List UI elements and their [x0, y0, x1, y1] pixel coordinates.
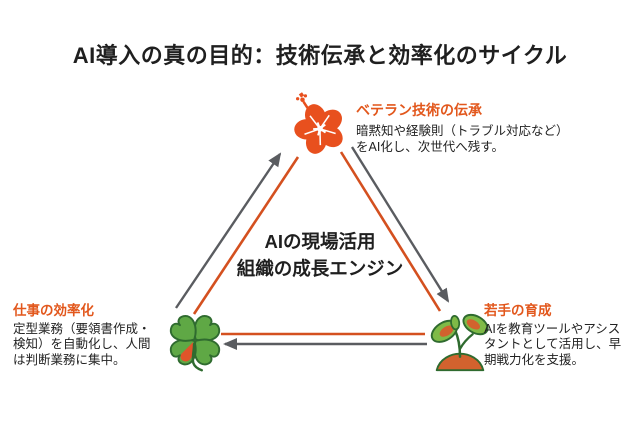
center-label: AIの現場活用 組織の成長エンジン: [195, 229, 445, 282]
node-right-body-line3: 期戦力化を支援。: [484, 352, 585, 367]
sprout-icon: [426, 310, 494, 376]
page-title: AI導入の真の目的：技術伝承と効率化のサイクル: [72, 43, 568, 68]
center-label-line2: 組織の成長エンジン: [236, 257, 404, 279]
line-left-orange: [192, 156, 300, 315]
node-right-title: 若手の育成: [484, 303, 552, 318]
line-right-orange: [339, 151, 442, 312]
node-top-body-line1: 暗黙知や経験則（トラブル対応など）: [356, 124, 569, 138]
node-young-talent-development: 若手の育成 AIを教育ツールやアシス タントとして活用し、早 期戦力化を支援。: [484, 299, 621, 368]
hibiscus-icon: [286, 92, 350, 154]
node-left-body-line1: 定型業務（要領書作成・: [13, 322, 151, 336]
center-label-line1: AIの現場活用: [264, 231, 376, 252]
node-left-body-line2: 検知）を自動化し、人間: [13, 337, 151, 352]
node-veteran-skill-transfer: ベテラン技術の伝承 暗黙知や経験則（トラブル対応など） をAI化し、次世代へ残す…: [356, 100, 569, 156]
node-top-body-line2: をAI化し、次世代へ残す。: [356, 139, 505, 154]
node-right-body-line2: タントとして活用し、早: [484, 337, 622, 352]
node-left-body-line3: は判断業務に集中。: [13, 352, 126, 367]
arrow-left-up-gray: [175, 152, 282, 309]
arrow-right-down-gray: [350, 146, 450, 303]
clover-icon: [164, 310, 226, 382]
node-right-body-line1: AIを教育ツールやアシス: [484, 322, 621, 336]
node-left-title: 仕事の効率化: [13, 303, 94, 318]
node-work-efficiency: 仕事の効率化 定型業務（要領書作成・ 検知）を自動化し、人間 は判断業務に集中。: [13, 299, 151, 368]
node-top-title: ベテラン技術の伝承: [356, 102, 482, 118]
